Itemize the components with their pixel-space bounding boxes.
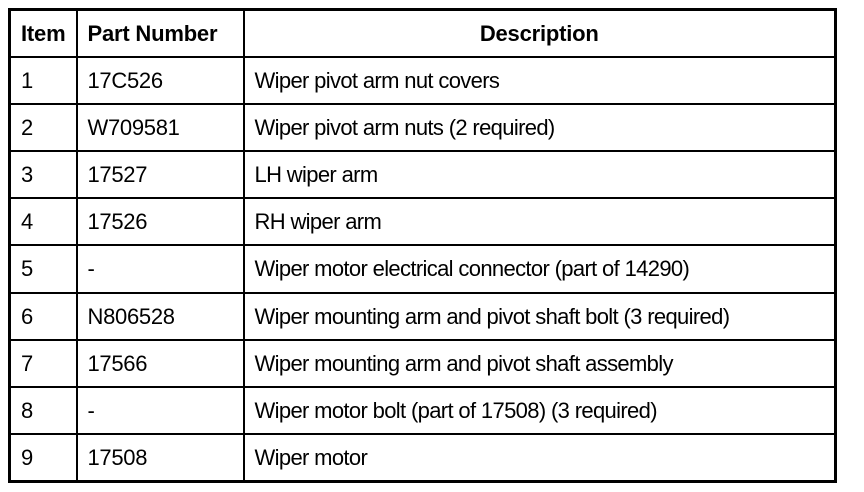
- table-row: 8 - Wiper motor bolt (part of 17508) (3 …: [8, 386, 837, 436]
- cell-description: RH wiper arm: [242, 197, 837, 247]
- cell-part-number: 17526: [75, 197, 245, 247]
- column-header-description: Description: [242, 8, 837, 58]
- cell-description: Wiper motor: [242, 433, 837, 482]
- cell-part-number: W709581: [75, 102, 245, 152]
- cell-description: Wiper mounting arm and pivot shaft bolt …: [242, 291, 837, 341]
- cell-item: 6: [8, 291, 78, 341]
- cell-part-number: 17508: [75, 433, 245, 482]
- cell-part-number: 17C526: [75, 55, 245, 105]
- parts-table: Item Part Number Description 1 17C526 Wi…: [8, 8, 837, 483]
- table-row: 5 - Wiper motor electrical connector (pa…: [8, 244, 837, 294]
- cell-description: Wiper pivot arm nut covers: [242, 55, 837, 105]
- table-header-row: Item Part Number Description: [8, 8, 837, 58]
- cell-item: 7: [8, 338, 78, 389]
- column-header-item: Item: [8, 8, 78, 58]
- cell-description: Wiper mounting arm and pivot shaft assem…: [242, 338, 837, 389]
- table-row: 7 17566 Wiper mounting arm and pivot sha…: [8, 338, 837, 389]
- cell-part-number: 17566: [75, 338, 245, 389]
- table-row: 9 17508 Wiper motor: [8, 433, 837, 482]
- cell-description: LH wiper arm: [242, 149, 837, 200]
- table-row: 6 N806528 Wiper mounting arm and pivot s…: [8, 291, 837, 341]
- cell-item: 1: [8, 55, 78, 105]
- cell-item: 3: [8, 149, 78, 200]
- cell-item: 9: [8, 433, 78, 482]
- table-row: 2 W709581 Wiper pivot arm nuts (2 requir…: [8, 102, 837, 152]
- cell-item: 2: [8, 102, 78, 152]
- cell-item: 5: [8, 244, 78, 294]
- cell-part-number: -: [75, 244, 245, 294]
- table-row: 4 17526 RH wiper arm: [8, 197, 837, 247]
- cell-part-number: -: [75, 386, 245, 436]
- table-row: 1 17C526 Wiper pivot arm nut covers: [8, 55, 837, 105]
- cell-description: Wiper motor electrical connector (part o…: [242, 244, 837, 294]
- cell-item: 8: [8, 386, 78, 436]
- table-body: 1 17C526 Wiper pivot arm nut covers 2 W7…: [8, 55, 837, 482]
- cell-part-number: N806528: [75, 291, 245, 341]
- table-row: 3 17527 LH wiper arm: [8, 149, 837, 200]
- cell-part-number: 17527: [75, 149, 245, 200]
- column-header-part-number: Part Number: [75, 8, 245, 58]
- cell-description: Wiper pivot arm nuts (2 required): [242, 102, 837, 152]
- cell-description: Wiper motor bolt (part of 17508) (3 requ…: [242, 386, 837, 436]
- table-header: Item Part Number Description: [8, 8, 837, 58]
- cell-item: 4: [8, 197, 78, 247]
